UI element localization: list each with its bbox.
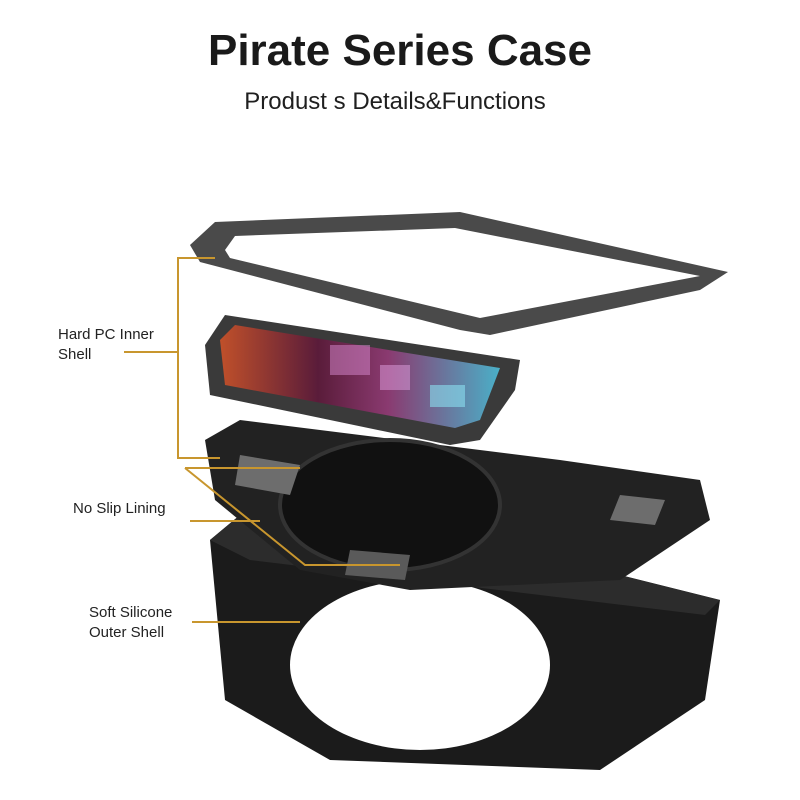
hard-pc-frame	[190, 212, 728, 335]
callout-no-slip-lining: No Slip Lining	[73, 500, 166, 517]
callout-hard-pc-inner-shell: Hard PC Inner Shell	[58, 325, 154, 365]
callout-text: Hard PC Inner	[58, 326, 154, 343]
lining-pad	[235, 455, 300, 495]
tablet-with-inner-shell	[205, 315, 520, 445]
page-title: Pirate Series Case	[207, 26, 593, 75]
page-subtitle: Produst s Details&Functions	[244, 88, 546, 115]
no-slip-lining-layer	[205, 420, 710, 590]
hard-pc-bracket	[177, 257, 220, 459]
callout-soft-silicone-outer-shell: Soft Silicone Outer Shell	[89, 603, 172, 643]
callout-text: Soft Silicone	[89, 604, 173, 621]
callout-text: Outer Shell	[89, 624, 165, 641]
no-slip-diagonal-leader	[184, 467, 400, 566]
callout-text: Shell	[58, 346, 92, 363]
callout-leader-lines	[124, 257, 400, 623]
lining-pad	[610, 495, 665, 525]
